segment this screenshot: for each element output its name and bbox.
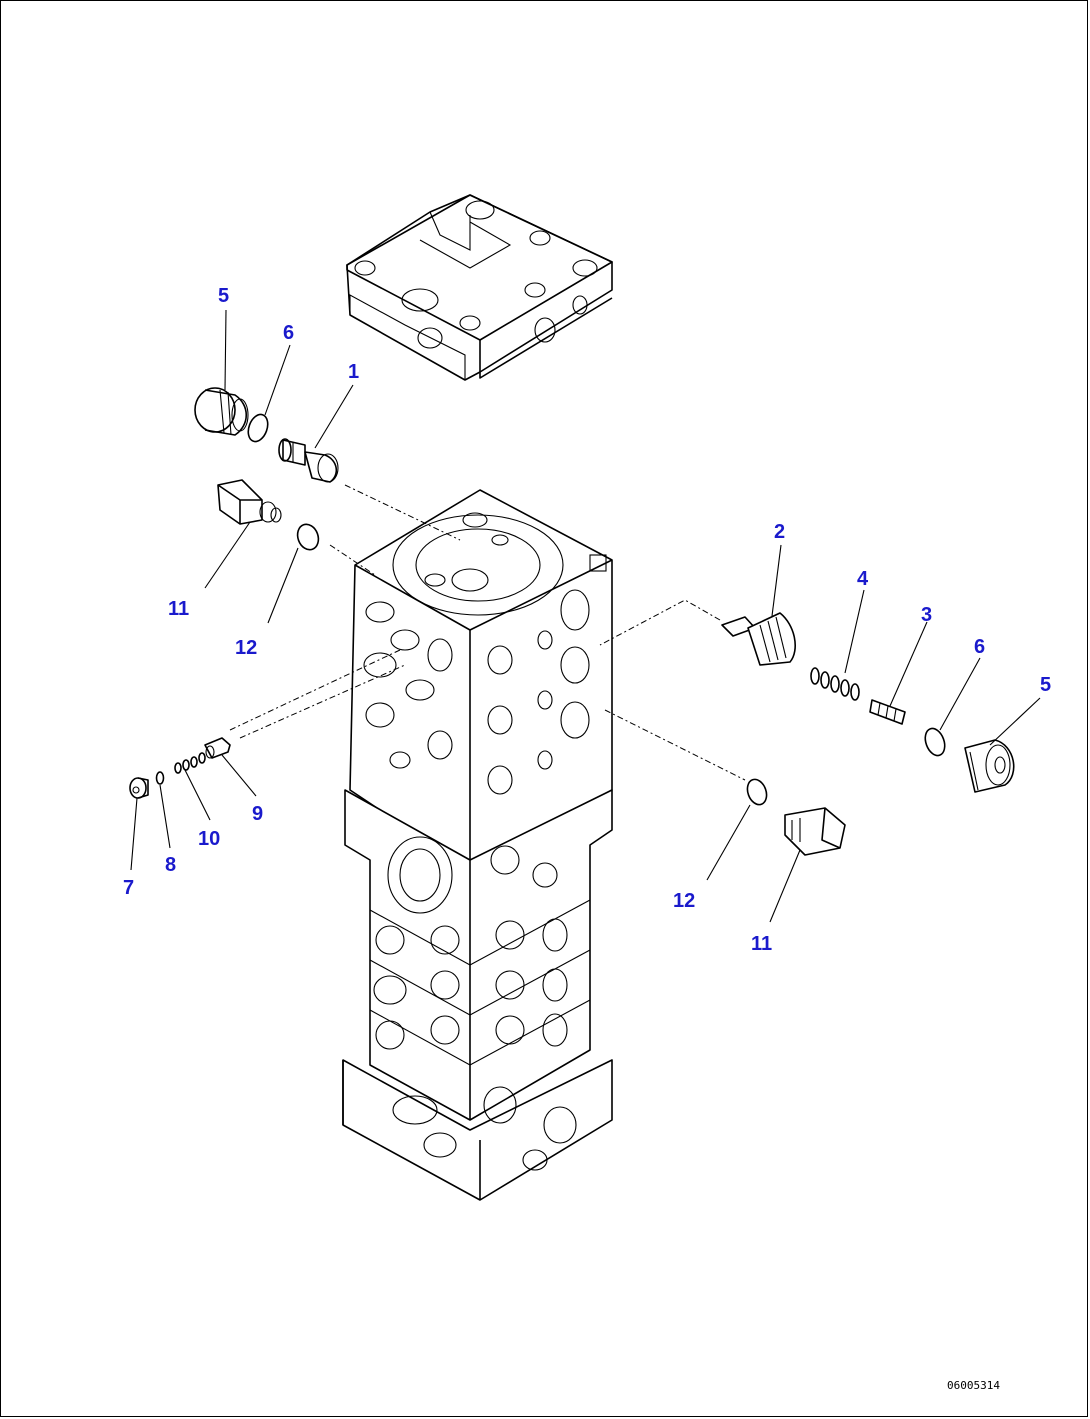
top-cover-plate <box>346 194 613 381</box>
spring-4 <box>810 667 860 701</box>
plug-5-right <box>964 739 1015 793</box>
o-ring-8 <box>155 771 165 785</box>
plug-5-left <box>194 387 249 436</box>
callout-5-right: 5 <box>1040 674 1051 696</box>
callout-11-left: 11 <box>168 598 189 620</box>
callout-12-left: 12 <box>235 637 257 659</box>
o-ring-12-left <box>296 523 320 551</box>
callout-1: 1 <box>348 361 359 383</box>
relief-valve-11-right <box>784 807 846 856</box>
callout-7: 7 <box>123 877 134 899</box>
callout-3: 3 <box>921 604 932 626</box>
o-ring-12-right <box>746 778 768 806</box>
callout-labels: 5 6 1 11 12 2 4 3 6 5 9 10 8 7 12 11 <box>123 285 1051 955</box>
document-id: 06005314 <box>947 1379 1000 1392</box>
o-ring-6-right <box>924 727 946 757</box>
callout-4: 4 <box>857 568 869 590</box>
callout-10: 10 <box>198 828 220 850</box>
callout-12-right: 12 <box>673 890 695 912</box>
callout-8: 8 <box>165 854 176 876</box>
spring-10 <box>174 752 206 774</box>
callout-9: 9 <box>252 803 263 825</box>
leader-lines <box>130 309 1041 923</box>
relief-valve-11-left <box>217 479 282 525</box>
assembly-lines <box>229 484 746 781</box>
callout-5-left: 5 <box>218 285 229 307</box>
callout-6-left: 6 <box>283 322 294 344</box>
valve-body <box>342 489 613 1201</box>
spring-3 <box>869 699 906 725</box>
valve-2 <box>721 612 796 666</box>
piston-9 <box>204 737 231 759</box>
callout-11-right: 11 <box>751 933 772 955</box>
o-ring-6-left <box>247 413 269 443</box>
callout-6-right: 6 <box>974 636 985 658</box>
valve-1 <box>278 438 339 483</box>
plug-7 <box>129 777 149 799</box>
callout-2: 2 <box>774 521 785 543</box>
